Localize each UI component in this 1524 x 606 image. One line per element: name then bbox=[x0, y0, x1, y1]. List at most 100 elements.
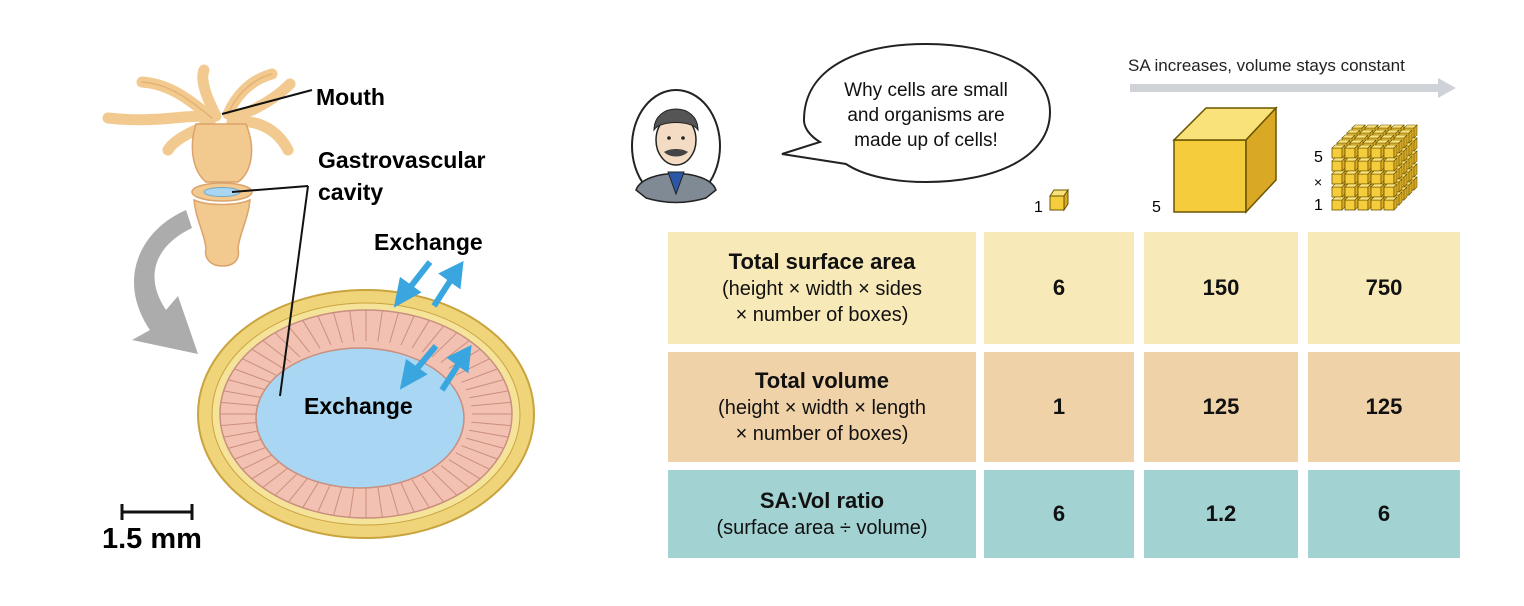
speech-line: Why cells are small bbox=[844, 80, 1008, 101]
cell-wall bbox=[228, 437, 267, 449]
mini-cube bbox=[1357, 183, 1372, 198]
table-cell: 6 bbox=[1308, 470, 1460, 558]
cell-wall bbox=[242, 358, 277, 376]
cell-wall bbox=[400, 315, 415, 346]
mini-cube bbox=[1370, 157, 1385, 172]
cell-value: 125 bbox=[1365, 394, 1403, 419]
cell-wall bbox=[411, 479, 430, 508]
cell-wall bbox=[440, 340, 470, 363]
cell-wall bbox=[377, 486, 383, 518]
cell-wall bbox=[234, 368, 271, 383]
cell-wall bbox=[349, 486, 355, 518]
cell-wall bbox=[242, 452, 277, 470]
row-title: Total volume bbox=[754, 368, 890, 393]
table-cell: 125 bbox=[1308, 352, 1460, 462]
cell-wall bbox=[461, 445, 498, 460]
cube-label-many-bottom: 1 bbox=[1314, 197, 1323, 214]
label-cavity-1: Gastrovascular bbox=[318, 147, 486, 173]
mini-cube bbox=[1383, 196, 1398, 211]
mini-cube bbox=[1344, 170, 1359, 185]
mini-cube bbox=[1331, 183, 1346, 198]
cell-value: 150 bbox=[1202, 275, 1240, 300]
hydra-head bbox=[191, 123, 253, 183]
cell-wall bbox=[440, 465, 470, 488]
mini-cube bbox=[1370, 144, 1385, 159]
arrow-caption: SA increases, volume stays constant bbox=[1128, 56, 1405, 75]
row-formula: × number of boxes) bbox=[735, 423, 909, 445]
label-exchange-outer: Exchange bbox=[374, 229, 483, 255]
cell-wall bbox=[349, 310, 355, 342]
mini-cube bbox=[1344, 196, 1359, 211]
cell-wall bbox=[287, 475, 310, 503]
cube-label-large: 5 bbox=[1152, 199, 1161, 216]
cell-wall bbox=[223, 390, 263, 399]
cell-wall bbox=[471, 401, 512, 407]
table-row-surface-area: Total surface area (height × width × sid… bbox=[668, 232, 1460, 344]
cell-wall bbox=[274, 470, 301, 496]
cell-wall bbox=[302, 479, 321, 508]
cell-wall bbox=[455, 452, 490, 470]
mini-cube bbox=[1357, 196, 1372, 211]
cube-label-small: 1 bbox=[1034, 199, 1043, 216]
mini-cube bbox=[1383, 170, 1398, 185]
cell-wall bbox=[400, 482, 415, 513]
cell-wall bbox=[223, 429, 263, 438]
scale-bar bbox=[120, 504, 194, 520]
cell-wall bbox=[461, 368, 498, 383]
cell-wall bbox=[377, 310, 383, 342]
mini-cube bbox=[1344, 157, 1359, 172]
table-row-ratio: SA:Vol ratio (surface area ÷ volume) 6 1… bbox=[668, 470, 1460, 558]
cell-wall bbox=[469, 429, 509, 438]
mini-cube bbox=[1370, 196, 1385, 211]
mini-cube bbox=[1383, 157, 1398, 172]
row-formula: × number of boxes) bbox=[735, 304, 909, 326]
table-cell: 1.2 bbox=[1144, 470, 1298, 558]
cell-wall bbox=[411, 320, 430, 349]
speech-bubble-text: Why cells are small and organisms are ma… bbox=[806, 78, 1046, 153]
cell-value: 1 bbox=[1052, 394, 1066, 419]
label-cavity-2: cavity bbox=[318, 179, 383, 205]
sa-vol-table: Total surface area (height × width × sid… bbox=[668, 232, 1460, 558]
curved-arrow bbox=[132, 210, 198, 354]
small-cube-icon bbox=[1049, 188, 1069, 212]
row-formula: (height × width × length bbox=[718, 397, 926, 419]
table-cell: 150 bbox=[1144, 232, 1298, 344]
cell-wall bbox=[262, 340, 292, 363]
cell-wall bbox=[251, 348, 284, 369]
mini-cube bbox=[1331, 170, 1346, 185]
gastrovascular-cavity bbox=[255, 347, 465, 489]
hydra-diagram: Mouth Gastrovascular cavity Exchange Exc… bbox=[102, 64, 535, 555]
mini-cube bbox=[1357, 144, 1372, 159]
cell-wall bbox=[251, 459, 284, 480]
row-header: Total volume (height × width × length × … bbox=[668, 352, 976, 462]
speech-line: and organisms are bbox=[847, 105, 1005, 126]
hydra-stalk bbox=[193, 198, 251, 267]
mini-cube bbox=[1331, 144, 1346, 159]
cell-value: 1.2 bbox=[1205, 501, 1237, 526]
row-formula: (height × width × sides bbox=[721, 278, 923, 300]
cell-wall bbox=[333, 312, 343, 343]
mini-cube bbox=[1357, 157, 1372, 172]
cell-wall bbox=[317, 315, 332, 346]
cell-wall bbox=[262, 465, 292, 488]
mini-cube bbox=[1357, 170, 1372, 185]
mini-cube bbox=[1370, 170, 1385, 185]
cell-wall bbox=[422, 325, 445, 353]
label-lines bbox=[221, 89, 313, 397]
cell-value: 6 bbox=[1377, 501, 1391, 526]
table-cell: 6 bbox=[984, 232, 1134, 344]
cell-wall bbox=[469, 390, 509, 399]
large-cube-icon bbox=[1172, 106, 1278, 214]
cell-wall bbox=[333, 485, 343, 516]
mini-cube bbox=[1383, 183, 1398, 198]
cell-wall bbox=[228, 379, 267, 391]
increase-arrow bbox=[1130, 78, 1456, 98]
cell-value: 6 bbox=[1052, 275, 1066, 300]
table-cell: 125 bbox=[1144, 352, 1298, 462]
cell-wall bbox=[448, 459, 481, 480]
cell-wall bbox=[220, 421, 261, 427]
cube-label-many-top: 5 bbox=[1314, 149, 1323, 166]
exchange-arrows-inner bbox=[399, 344, 472, 392]
table-cell: 6 bbox=[984, 470, 1134, 558]
cell-wall bbox=[302, 320, 321, 349]
